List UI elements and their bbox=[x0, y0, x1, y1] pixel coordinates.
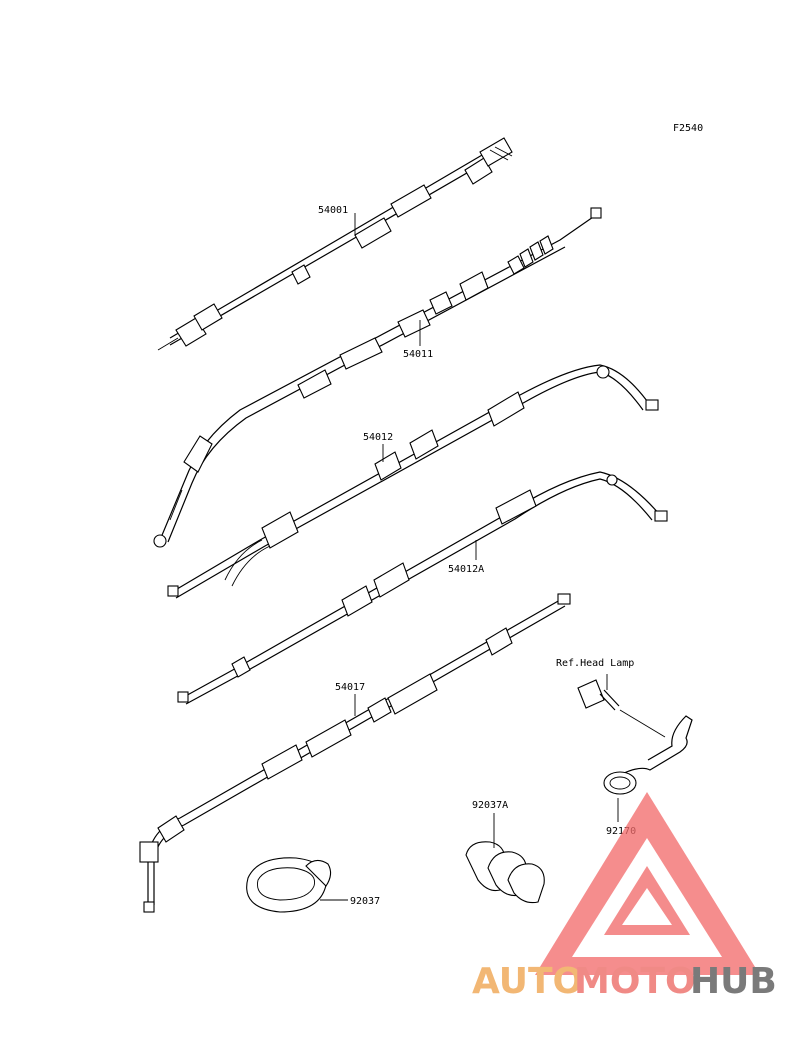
watermark-brand-hub: HUB bbox=[690, 961, 777, 1002]
part-label-54012: 54012 bbox=[363, 432, 393, 443]
part-label-54012A: 54012A bbox=[448, 564, 484, 575]
watermark-brand-auto: AUTO bbox=[472, 961, 583, 1002]
headlamp-bracket-92170 bbox=[577, 679, 693, 795]
clamp-92037A bbox=[465, 841, 545, 904]
cable-54012 bbox=[167, 364, 659, 599]
part-label-54017: 54017 bbox=[335, 682, 365, 693]
cable-54011 bbox=[153, 207, 602, 548]
cable-54001 bbox=[157, 137, 513, 351]
part-label-92037A: 92037A bbox=[472, 800, 508, 811]
part-label-54001: 54001 bbox=[318, 205, 348, 216]
watermark-brand-moto: MOTO bbox=[574, 961, 696, 1002]
cable-54017 bbox=[139, 593, 571, 913]
part-label-92170: 92170 bbox=[606, 826, 636, 837]
grommet-92037 bbox=[246, 857, 332, 913]
cable-54012A bbox=[177, 471, 668, 705]
figure-code: F2540 bbox=[673, 123, 703, 134]
watermark-logo bbox=[535, 792, 760, 975]
ref-head-lamp-label: Ref.Head Lamp bbox=[556, 658, 634, 669]
part-label-54011: 54011 bbox=[403, 349, 433, 360]
part-label-92037: 92037 bbox=[350, 896, 380, 907]
